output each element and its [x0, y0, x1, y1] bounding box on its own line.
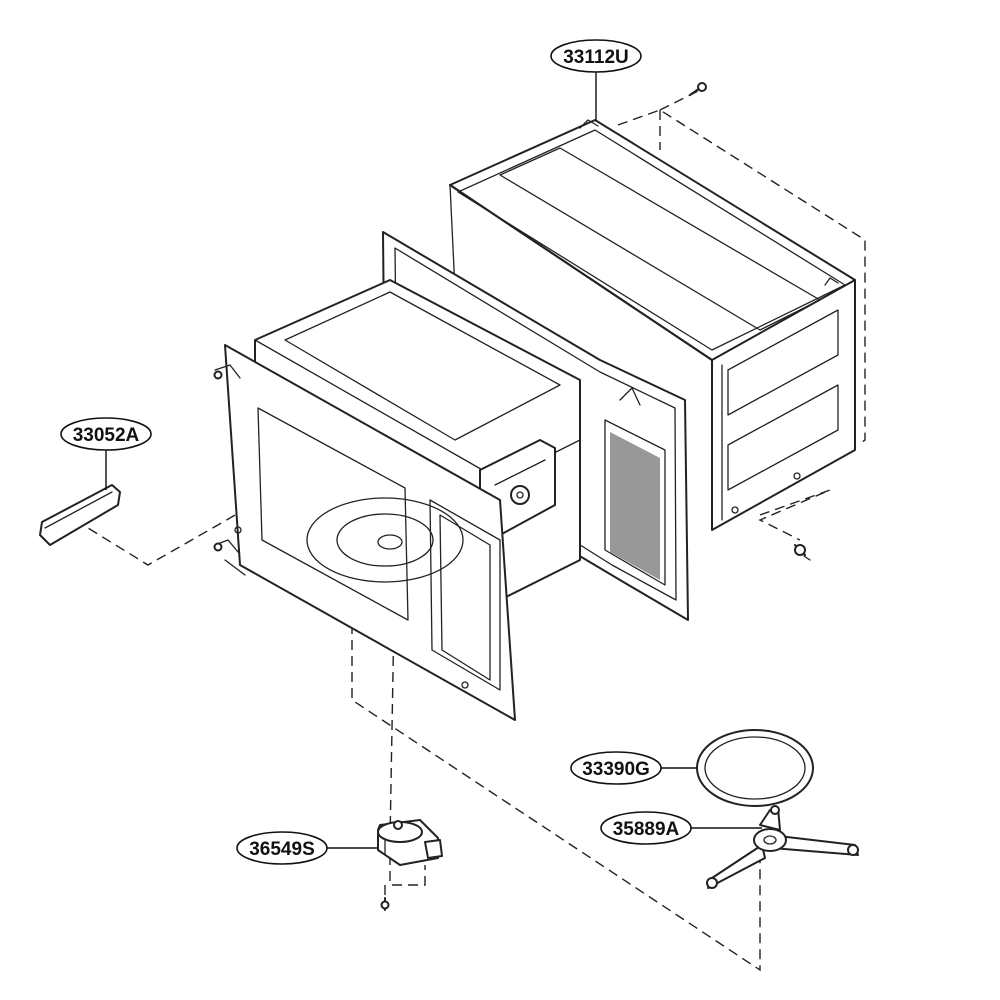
callout-36549S: 36549S	[236, 831, 378, 865]
screw-side	[794, 544, 811, 561]
ventilation-mesh	[610, 432, 660, 580]
outer-cabinet	[449, 119, 856, 531]
screw-motor	[380, 897, 390, 911]
label-33390G: 33390G	[582, 759, 650, 780]
screw-top	[689, 82, 707, 96]
turntable-motor-part	[377, 819, 443, 866]
callout-35889A: 35889A	[600, 811, 762, 845]
label-33112U: 33112U	[563, 47, 629, 68]
label-36549S: 36549S	[249, 839, 315, 860]
coupler-part	[706, 805, 859, 889]
lamp-cover-part	[39, 484, 121, 546]
callout-33052A: 33052A	[60, 417, 152, 490]
callout-33112U: 33112U	[550, 39, 642, 120]
label-35889A: 35889A	[613, 819, 680, 840]
roller-ring-part	[696, 729, 814, 807]
label-33052A: 33052A	[73, 425, 140, 446]
cavity-turntable-base	[306, 497, 464, 583]
callout-33390G: 33390G	[570, 751, 697, 785]
front-plate	[213, 344, 516, 721]
